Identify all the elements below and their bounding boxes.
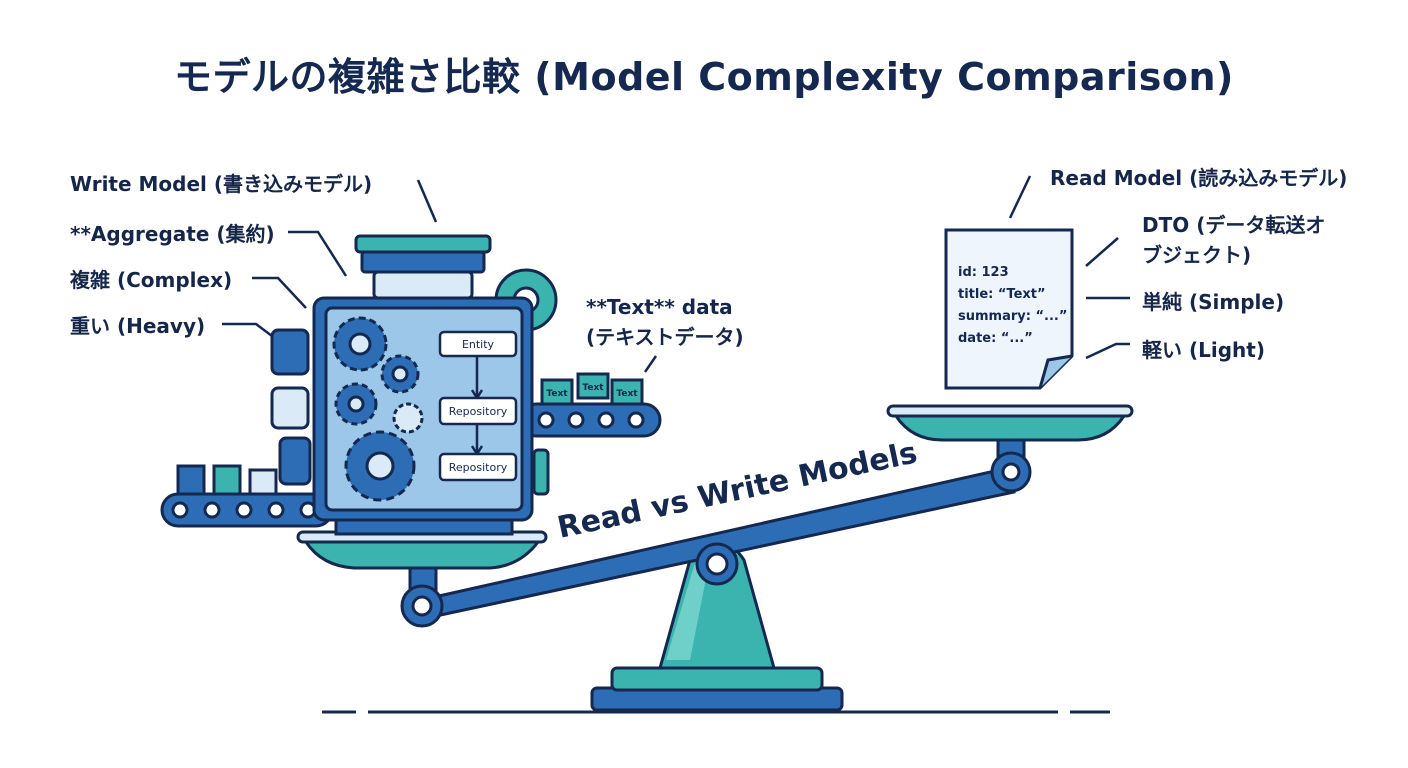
left-conveyor bbox=[160, 464, 334, 528]
write-heading-leader bbox=[416, 179, 438, 223]
belt-block-text-2: Text bbox=[582, 383, 604, 393]
belt-block-text-3: Text bbox=[616, 389, 638, 399]
dto-leader bbox=[1085, 237, 1119, 267]
entity-box: Entity bbox=[462, 338, 495, 351]
leader-lines bbox=[222, 175, 1130, 373]
complex-label: 複雑 (Complex) bbox=[70, 268, 233, 292]
belt-block-text-1: Text bbox=[546, 389, 568, 399]
heavy-label: 重い (Heavy) bbox=[70, 314, 206, 338]
doc-line-4: date: “...” bbox=[958, 331, 1033, 346]
complex-leader bbox=[252, 276, 307, 309]
text-data-label: **Text** data (テキストデータ) bbox=[586, 292, 744, 352]
light-leader bbox=[1085, 342, 1130, 360]
doc-line-1: id: 123 bbox=[958, 265, 1009, 280]
heavy-leader bbox=[222, 322, 273, 337]
doc-line-2: title: “Text” bbox=[958, 287, 1046, 302]
page-title: モデルの複雑さ比較 (Model Complexity Comparison) bbox=[174, 55, 1234, 99]
balance-base bbox=[590, 538, 844, 712]
dto-line-1: DTO (データ転送オ bbox=[1142, 213, 1326, 237]
right-pan bbox=[886, 404, 1134, 442]
aggregate-leader bbox=[288, 230, 348, 277]
engine-gears bbox=[332, 316, 424, 502]
text-data-line-1: **Text** data bbox=[586, 295, 733, 319]
balance-beam bbox=[400, 434, 1032, 628]
read-document bbox=[944, 228, 1074, 390]
dto-label: DTO (データ転送オ ブジェクト) bbox=[1142, 210, 1325, 270]
dto-line-2: ブジェクト) bbox=[1142, 243, 1252, 267]
text-data-line-2: (テキストデータ) bbox=[586, 325, 744, 349]
simple-label: 単純 (Simple) bbox=[1142, 290, 1285, 314]
right-conveyor bbox=[518, 372, 662, 438]
read-model-heading: Read Model (読み込みモデル) bbox=[1050, 166, 1348, 190]
read-heading-leader bbox=[1008, 175, 1032, 219]
left-pan bbox=[296, 530, 548, 570]
text-data-leader bbox=[643, 355, 658, 373]
engine-boxes bbox=[438, 330, 518, 482]
repository-box-1: Repository bbox=[449, 405, 508, 418]
write-model-heading: Write Model (書き込みモデル) bbox=[70, 172, 373, 196]
aggregate-label: **Aggregate (集約) bbox=[70, 222, 275, 246]
repository-box-2: Repository bbox=[449, 461, 508, 474]
light-label: 軽い (Light) bbox=[1142, 338, 1265, 362]
doc-line-3: summary: “...” bbox=[958, 309, 1067, 324]
